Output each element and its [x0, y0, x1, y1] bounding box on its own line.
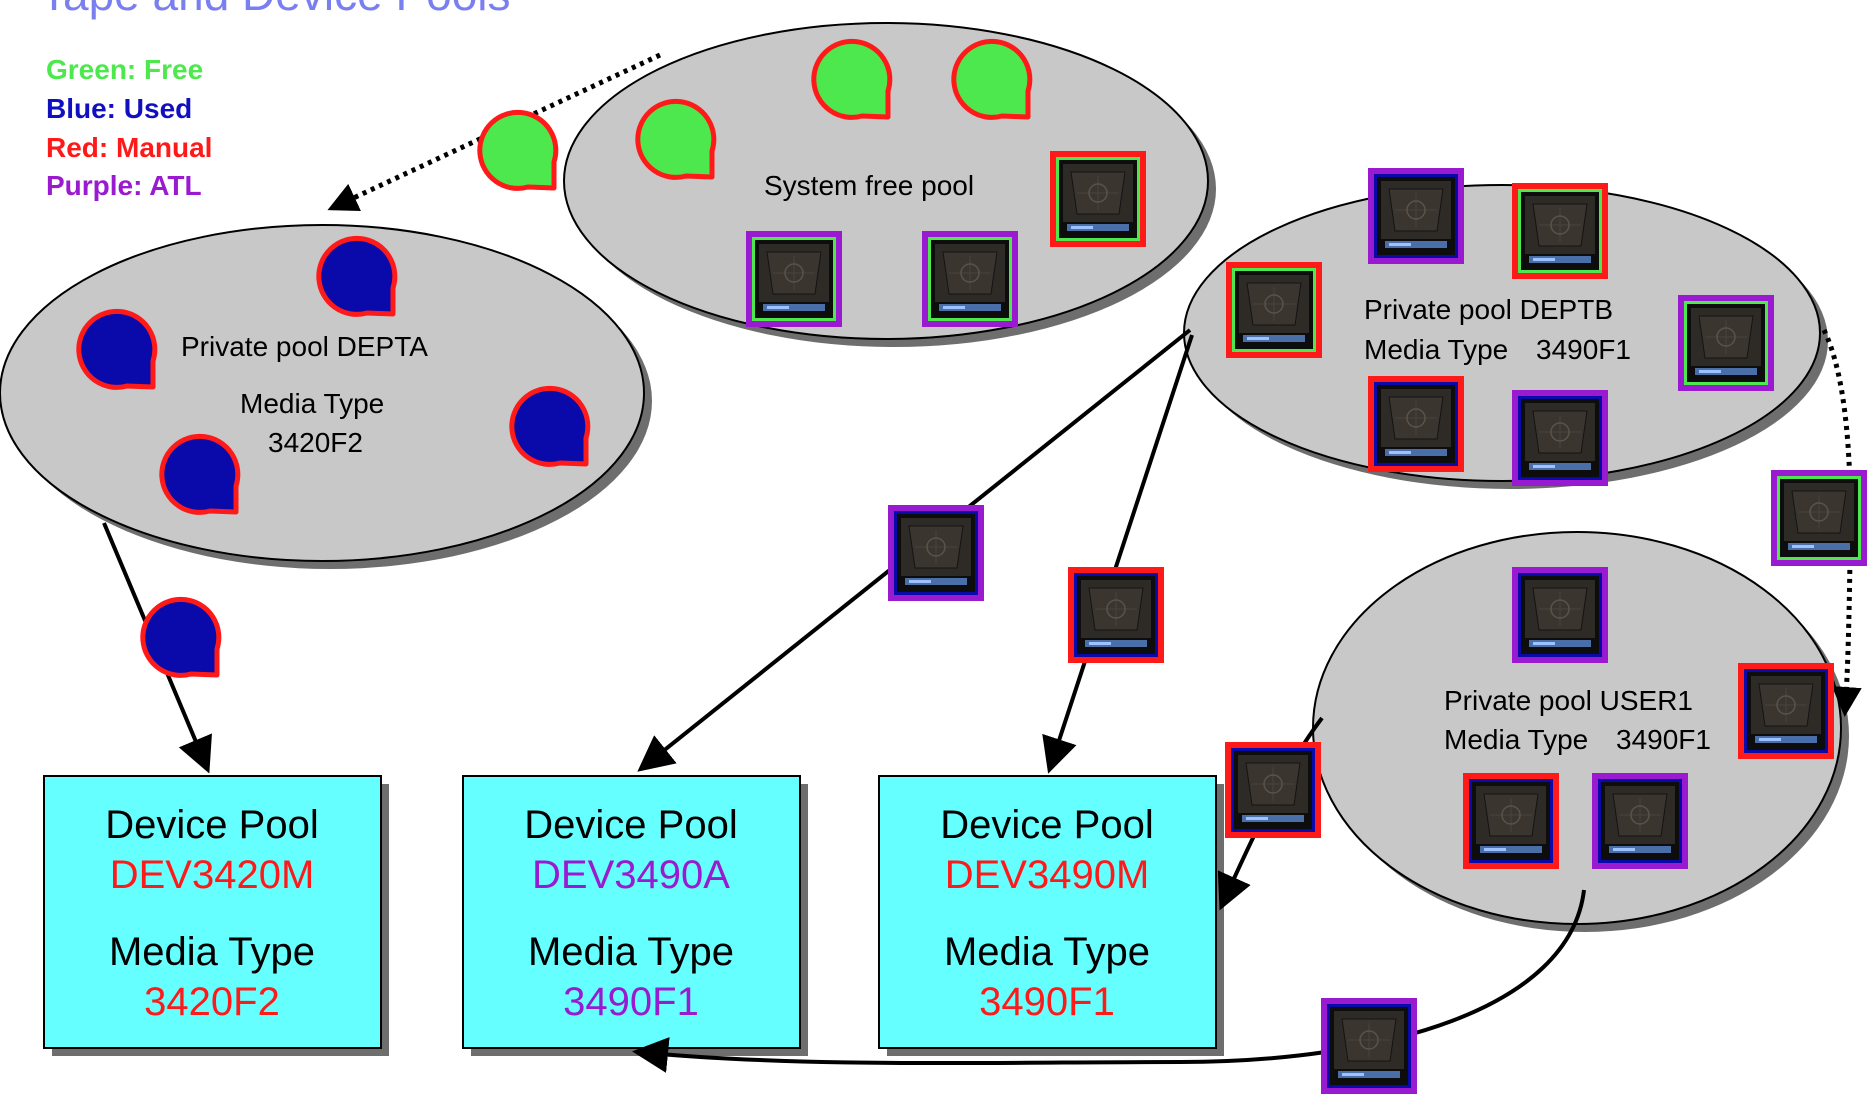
- pool-user1-media-label: Media Type: [1444, 724, 1588, 755]
- pool-depta-media-label: Media Type: [240, 388, 384, 419]
- device-pool-dev3490m: Device Pool DEV3490M Media Type 3490F1: [878, 775, 1224, 1056]
- device-pool-name: DEV3490A: [532, 853, 730, 897]
- pool-depta-label: Private pool DEPTA: [181, 331, 428, 362]
- tape-reel-icon: [635, 98, 717, 180]
- tape-reel-icon: [509, 385, 591, 467]
- tape-cartridge-icon: [922, 231, 1018, 327]
- tape-cartridge-icon: [1463, 773, 1559, 869]
- page-title: Tape and Device Pools: [40, 0, 511, 20]
- tape-cartridge-icon: [1321, 998, 1417, 1094]
- device-pool-dev3490a: Device Pool DEV3490A Media Type 3490F1: [462, 775, 808, 1056]
- tape-cartridge-icon: [1592, 773, 1688, 869]
- device-pool-name: DEV3490M: [945, 853, 1150, 897]
- tape-reel-icon: [951, 38, 1033, 120]
- device-pool-dev3420m: Device Pool DEV3420M Media Type 3420F2: [43, 775, 389, 1056]
- device-pool-label: Device Pool: [524, 803, 737, 847]
- tape-cartridge-icon: [1678, 295, 1774, 391]
- tape-cartridge-icon: [1512, 567, 1608, 663]
- tape-cartridge-icon: [1368, 168, 1464, 264]
- tape-reel-icon: [159, 433, 241, 515]
- legend-free: Green: Free: [46, 54, 203, 85]
- device-media-label: Media Type: [109, 930, 315, 974]
- pool-deptb-media-label: Media Type: [1364, 334, 1508, 365]
- pool-user1-media-value: 3490F1: [1616, 724, 1711, 755]
- legend-atl: Purple: ATL: [46, 170, 202, 201]
- pool-system-free: System free pool: [563, 22, 1216, 347]
- device-media-value: 3420F2: [144, 980, 280, 1024]
- tape-reel-icon: [76, 308, 158, 390]
- device-pool-name: DEV3420M: [110, 853, 315, 897]
- tape-reel-icon: [811, 38, 893, 120]
- pool-user1: Private pool USER1 Media Type 3490F1: [1312, 531, 1849, 932]
- tape-cartridge-icon: [1050, 151, 1146, 247]
- tape-cartridge-icon: [1771, 470, 1867, 566]
- device-media-label: Media Type: [528, 930, 734, 974]
- pool-user1-label: Private pool USER1: [1444, 685, 1693, 716]
- tape-reel-icon: [477, 109, 559, 191]
- legend-manual: Red: Manual: [46, 132, 212, 163]
- device-pool-label: Device Pool: [105, 803, 318, 847]
- pool-system-free-label: System free pool: [764, 170, 974, 201]
- tape-cartridge-icon: [1512, 390, 1608, 486]
- tape-cartridge-icon: [1512, 183, 1608, 279]
- tape-cartridge-icon: [888, 505, 984, 601]
- tape-cartridges: [746, 151, 1867, 1094]
- legend-used: Blue: Used: [46, 93, 192, 124]
- device-media-value: 3490F1: [979, 980, 1115, 1024]
- pool-depta-media-value: 3420F2: [268, 427, 363, 458]
- tape-cartridge-icon: [746, 231, 842, 327]
- pool-deptb-label: Private pool DEPTB: [1364, 294, 1613, 325]
- tape-reels: [76, 38, 1033, 678]
- tape-cartridge-icon: [1226, 262, 1322, 358]
- device-media-value: 3490F1: [563, 980, 699, 1024]
- tape-cartridge-icon: [1068, 567, 1164, 663]
- device-media-label: Media Type: [944, 930, 1150, 974]
- arrow-user1-to-dev3490a: [632, 889, 1586, 1073]
- tape-reel-icon: [316, 235, 398, 317]
- device-pool-label: Device Pool: [940, 803, 1153, 847]
- arrow-deptb-to-dev3490m: [1042, 334, 1194, 774]
- legend: Green: Free Blue: Used Red: Manual Purpl…: [46, 54, 212, 201]
- tape-cartridge-icon: [1368, 376, 1464, 472]
- tape-cartridge-icon: [1225, 742, 1321, 838]
- tape-reel-icon: [140, 596, 222, 678]
- tape-cartridge-icon: [1738, 663, 1834, 759]
- pool-deptb-media-value: 3490F1: [1536, 334, 1631, 365]
